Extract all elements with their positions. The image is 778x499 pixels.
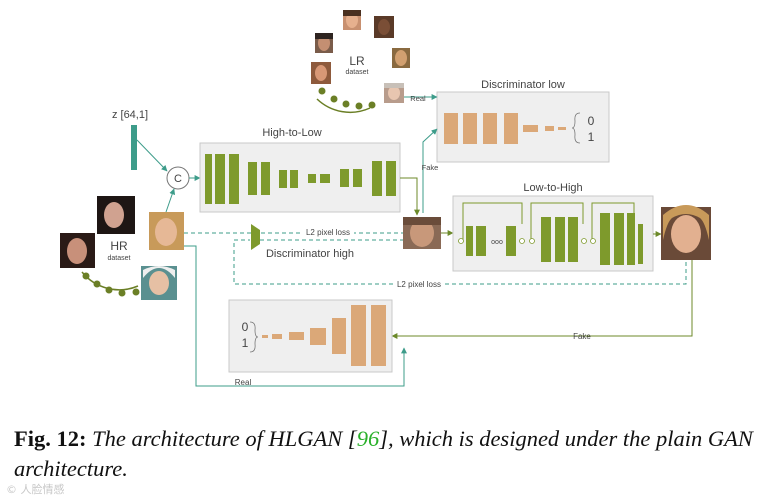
lr-subtitle: dataset xyxy=(346,69,369,76)
caption-text-before: The architecture of HLGAN [ xyxy=(86,426,357,451)
high-to-low-label: High-to-Low xyxy=(262,127,321,139)
low-to-high-label: Low-to-High xyxy=(523,182,582,194)
hr-input-face xyxy=(149,212,184,250)
watermark: © 人脸情感 xyxy=(6,483,65,496)
caption-text-after: ], which is designed under the plain GAN… xyxy=(14,426,753,481)
disc-high-label: Discriminator high xyxy=(266,248,354,260)
z-input: z [64,1] xyxy=(112,109,148,170)
lr-dataset: LR dataset xyxy=(311,10,410,113)
fake-top-label: Fake xyxy=(422,163,439,172)
z-label: z [64,1] xyxy=(112,109,148,121)
face-thumbnail xyxy=(311,62,331,84)
lr-title: LR xyxy=(349,54,365,68)
real-top-label: Real xyxy=(410,94,426,103)
real-bottom-label: Real xyxy=(235,378,252,387)
disc-high-output-0: 0 xyxy=(242,320,249,334)
hlgan-diagram: LR dataset Discriminator low 0 1 Real z … xyxy=(60,10,711,387)
hr-title: HR xyxy=(110,239,128,253)
disc-low-output-0: 0 xyxy=(588,114,595,128)
caption-reference-link[interactable]: 96 xyxy=(356,426,380,451)
caption-fig-label: Fig. 12: xyxy=(14,426,87,451)
face-thumbnail xyxy=(343,10,361,30)
face-thumbnail xyxy=(392,48,410,68)
hr-subtitle: dataset xyxy=(108,255,131,262)
discriminator-high-box: 0 1 xyxy=(228,299,393,373)
l2-loss-bottom-label: L2 pixel loss xyxy=(397,280,441,289)
face-thumbnail xyxy=(315,33,333,53)
face-thumbnail xyxy=(141,266,177,300)
face-thumbnail xyxy=(374,16,394,38)
concat-label: C xyxy=(174,173,182,185)
face-thumbnail xyxy=(97,196,135,234)
generated-hr-face xyxy=(661,205,711,260)
l2-loss-top-label: L2 pixel loss xyxy=(306,228,350,237)
disc-low-output-1: 1 xyxy=(588,130,595,144)
disc-high-output-1: 1 xyxy=(242,336,249,350)
dots-label: ooo xyxy=(491,239,503,246)
disc-low-label: Discriminator low xyxy=(481,79,565,91)
discriminator-low: Discriminator low 0 1 xyxy=(436,79,610,163)
fake-bottom-label: Fake xyxy=(573,332,591,341)
high-to-low-generator: High-to-Low xyxy=(199,127,401,213)
discriminator-high-icon xyxy=(251,224,260,250)
low-to-high-generator: Low-to-High ooo xyxy=(452,182,654,272)
face-thumbnail xyxy=(60,233,95,268)
hr-dataset: HR dataset xyxy=(60,196,177,300)
face-thumbnail xyxy=(384,83,404,103)
figure-caption: Fig. 12: The architecture of HLGAN [96],… xyxy=(14,424,774,484)
generated-lr-face xyxy=(403,217,441,249)
